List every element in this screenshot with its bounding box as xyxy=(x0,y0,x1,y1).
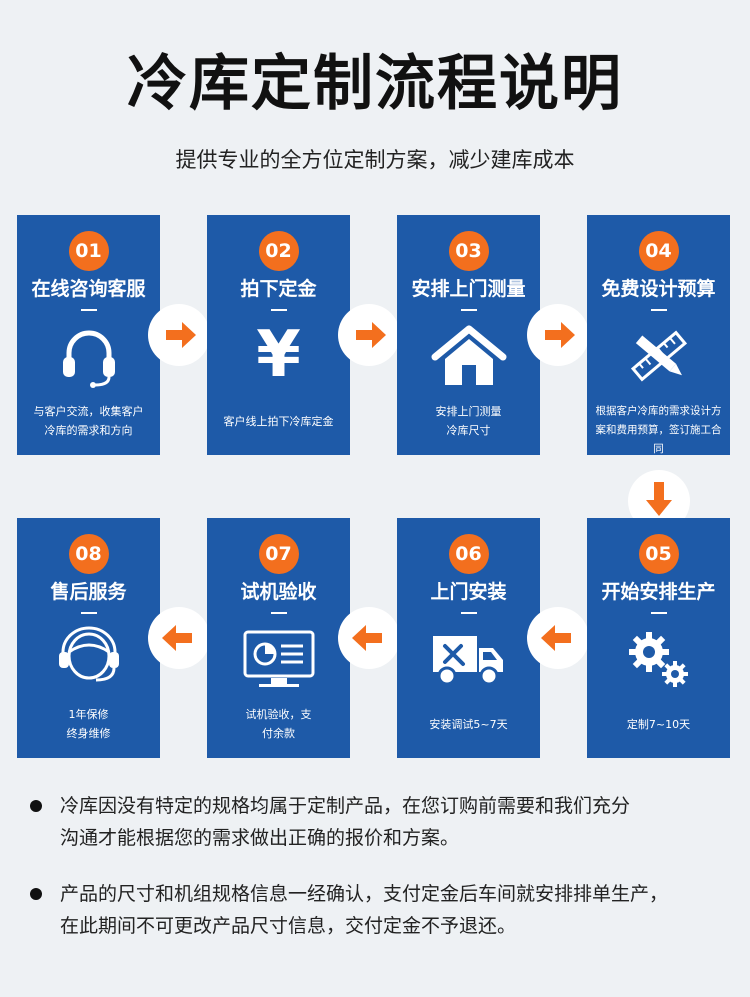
divider xyxy=(460,309,477,311)
step-card-08: 08 售后服务 1年保修 终身维修 xyxy=(17,518,160,758)
connector-5-6 xyxy=(527,607,589,669)
step-number: 08 xyxy=(68,534,109,574)
step-title: 开始安排生产 xyxy=(601,581,716,603)
divider xyxy=(270,612,287,614)
step-description: 根据客户冷库的需求设计方 案和费用预算，签订施工合同 xyxy=(595,405,722,455)
arrow-left-icon xyxy=(162,625,192,651)
step-title: 安排上门测量 xyxy=(411,278,526,300)
yen-icon: ¥ xyxy=(256,318,301,392)
bullet-icon xyxy=(30,800,42,812)
connector-2-3 xyxy=(338,304,400,366)
connector-6-7 xyxy=(338,607,400,669)
connector-1-2 xyxy=(148,304,210,366)
step-card-03: 03 安排上门测量 安排上门测量 冷库尺寸 xyxy=(397,215,540,455)
notes-list: 冷库因没有特定的规格均属于定制产品，在您订购前需要和我们充分 沟通才能根据您的需… xyxy=(30,790,730,966)
divider xyxy=(80,612,97,614)
step-number: 07 xyxy=(258,534,299,574)
divider xyxy=(460,612,477,614)
step-title: 试机验收 xyxy=(240,581,317,603)
note-item: 产品的尺寸和机组规格信息一经确认，支付定金后车间就安排排单生产， 在此期间不可更… xyxy=(30,878,730,942)
arrow-down-icon xyxy=(646,482,672,516)
divider xyxy=(650,309,667,311)
connector-7-8 xyxy=(148,607,210,669)
step-title: 售后服务 xyxy=(50,581,127,603)
step-number: 01 xyxy=(68,231,109,271)
truck-icon xyxy=(431,626,507,692)
headset-icon xyxy=(51,323,127,389)
house-icon xyxy=(431,323,507,389)
design-tools-icon xyxy=(621,323,697,389)
note-item: 冷库因没有特定的规格均属于定制产品，在您订购前需要和我们充分 沟通才能根据您的需… xyxy=(30,790,730,854)
step-number: 04 xyxy=(638,231,679,271)
step-card-05: 05 开始安排生产 xyxy=(587,518,730,758)
step-title: 拍下定金 xyxy=(240,278,317,300)
arrow-left-icon xyxy=(541,625,571,651)
divider xyxy=(650,612,667,614)
step-description: 安排上门测量 冷库尺寸 xyxy=(435,405,502,437)
step-card-06: 06 上门安装 安装调试5~7天 xyxy=(397,518,540,758)
arrow-left-icon xyxy=(352,625,382,651)
step-description: 安装调试5~7天 xyxy=(429,718,508,731)
step-card-07: 07 试机验收 试机验收，支 付余款 xyxy=(207,518,350,758)
step-description: 客户线上拍下冷库定金 xyxy=(223,415,334,428)
divider xyxy=(270,309,287,311)
arrow-right-icon xyxy=(545,322,575,348)
step-number: 05 xyxy=(638,534,679,574)
page-subtitle: 提供专业的全方位定制方案，减少建库成本 xyxy=(175,148,575,172)
step-title: 在线咨询客服 xyxy=(31,278,146,300)
divider xyxy=(80,309,97,311)
step-description: 与客户交流，收集客户 冷库的需求和方向 xyxy=(33,405,144,437)
support-headset-icon xyxy=(51,626,127,692)
gears-icon xyxy=(621,626,697,692)
step-card-02: 02 拍下定金 ¥ 客户线上拍下冷库定金 xyxy=(207,215,350,455)
step-number: 02 xyxy=(258,231,299,271)
arrow-right-icon xyxy=(356,322,386,348)
step-card-04: 04 免费设计预算 根据客户冷库的需求设计方 案和费用预算，签订施工合同 xyxy=(587,215,730,455)
step-number: 06 xyxy=(448,534,489,574)
page-title: 冷库定制流程说明 xyxy=(127,49,623,119)
step-card-01: 01 在线咨询客服 与客户交流，收集客户 冷库的需求和方向 xyxy=(17,215,160,455)
step-title: 上门安装 xyxy=(430,581,507,603)
step-description: 定制7~10天 xyxy=(626,718,691,731)
connector-3-4 xyxy=(527,304,589,366)
step-description: 试机验收，支 付余款 xyxy=(245,708,312,740)
monitor-chart-icon xyxy=(241,626,317,692)
step-number: 03 xyxy=(448,231,489,271)
bullet-icon xyxy=(30,888,42,900)
step-title: 免费设计预算 xyxy=(601,278,716,300)
step-description: 1年保修 终身维修 xyxy=(66,708,111,740)
arrow-right-icon xyxy=(166,322,196,348)
